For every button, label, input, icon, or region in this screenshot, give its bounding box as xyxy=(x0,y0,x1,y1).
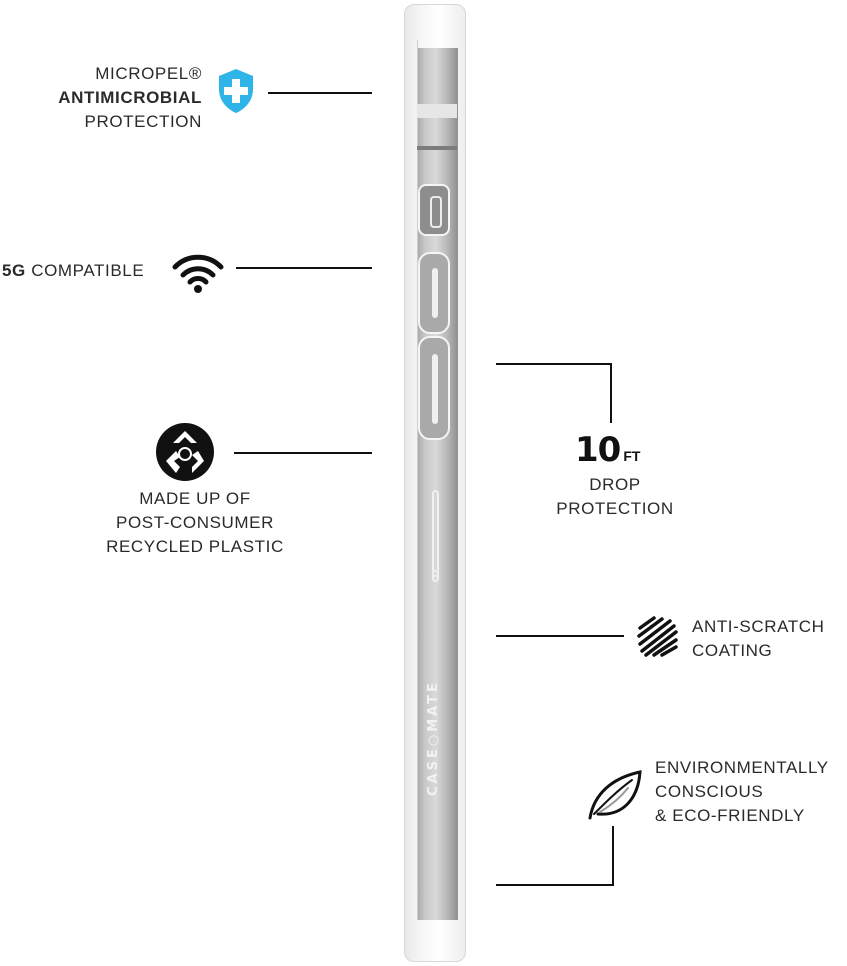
eco-pointer-line-v xyxy=(612,826,614,886)
wifi-signal-icon xyxy=(172,250,224,294)
shield-plus-icon xyxy=(216,67,256,115)
case-rail xyxy=(413,40,418,920)
eco-label: ENVIRONMENTALLY CONSCIOUS & ECO-FRIENDLY xyxy=(655,756,829,828)
scratch-pointer-line xyxy=(496,635,624,637)
drop-unit: FT xyxy=(623,448,641,464)
five-g-rest: COMPATIBLE xyxy=(25,261,145,280)
mute-switch xyxy=(418,184,450,236)
five-g-pointer-line xyxy=(236,267,372,269)
drop-line2: PROTECTION xyxy=(556,499,674,518)
sim-slot xyxy=(432,490,439,582)
antimicrobial-line1: MICROPEL® xyxy=(95,64,202,83)
eco-line3: & ECO-FRIENDLY xyxy=(655,806,805,825)
five-g-bold: 5G xyxy=(2,261,26,280)
five-g-label: 5G COMPATIBLE xyxy=(2,259,144,283)
antimicrobial-line3: PROTECTION xyxy=(84,112,202,131)
scratch-line2: COATING xyxy=(692,641,773,660)
recycle-icon xyxy=(154,421,216,483)
brand-logo: CASE○MATE xyxy=(426,680,441,796)
drop-label: DROP PROTECTION xyxy=(530,473,700,521)
volume-up-button xyxy=(418,252,450,334)
scratch-icon xyxy=(636,614,680,658)
eco-line2: CONSCIOUS xyxy=(655,782,764,801)
volume-down-button xyxy=(418,336,450,440)
recycled-line3: RECYCLED PLASTIC xyxy=(106,537,284,556)
eco-line1: ENVIRONMENTALLY xyxy=(655,758,829,777)
recycled-line2: POST-CONSUMER xyxy=(116,513,274,532)
drop-number: 10 xyxy=(575,430,621,470)
recycled-label: MADE UP OF POST-CONSUMER RECYCLED PLASTI… xyxy=(80,487,310,559)
antimicrobial-line2: ANTIMICROBIAL xyxy=(58,88,202,107)
scratch-label: ANTI-SCRATCH COATING xyxy=(692,615,825,663)
sim-eject-hole xyxy=(432,570,439,577)
drop-pointer-line-h xyxy=(496,363,612,365)
drop-pointer-line-v xyxy=(610,363,612,423)
drop-line1: DROP xyxy=(589,475,641,494)
antimicrobial-label: MICROPEL® ANTIMICROBIAL PROTECTION xyxy=(40,62,202,134)
antimicrobial-pointer-line xyxy=(268,92,372,94)
case-notch-top xyxy=(417,104,457,118)
case-notch-line xyxy=(417,146,457,150)
scratch-line1: ANTI-SCRATCH xyxy=(692,617,825,636)
leaf-icon xyxy=(584,766,644,822)
recycled-line1: MADE UP OF xyxy=(139,489,251,508)
recycled-pointer-line xyxy=(234,452,372,454)
eco-pointer-line-h xyxy=(496,884,614,886)
